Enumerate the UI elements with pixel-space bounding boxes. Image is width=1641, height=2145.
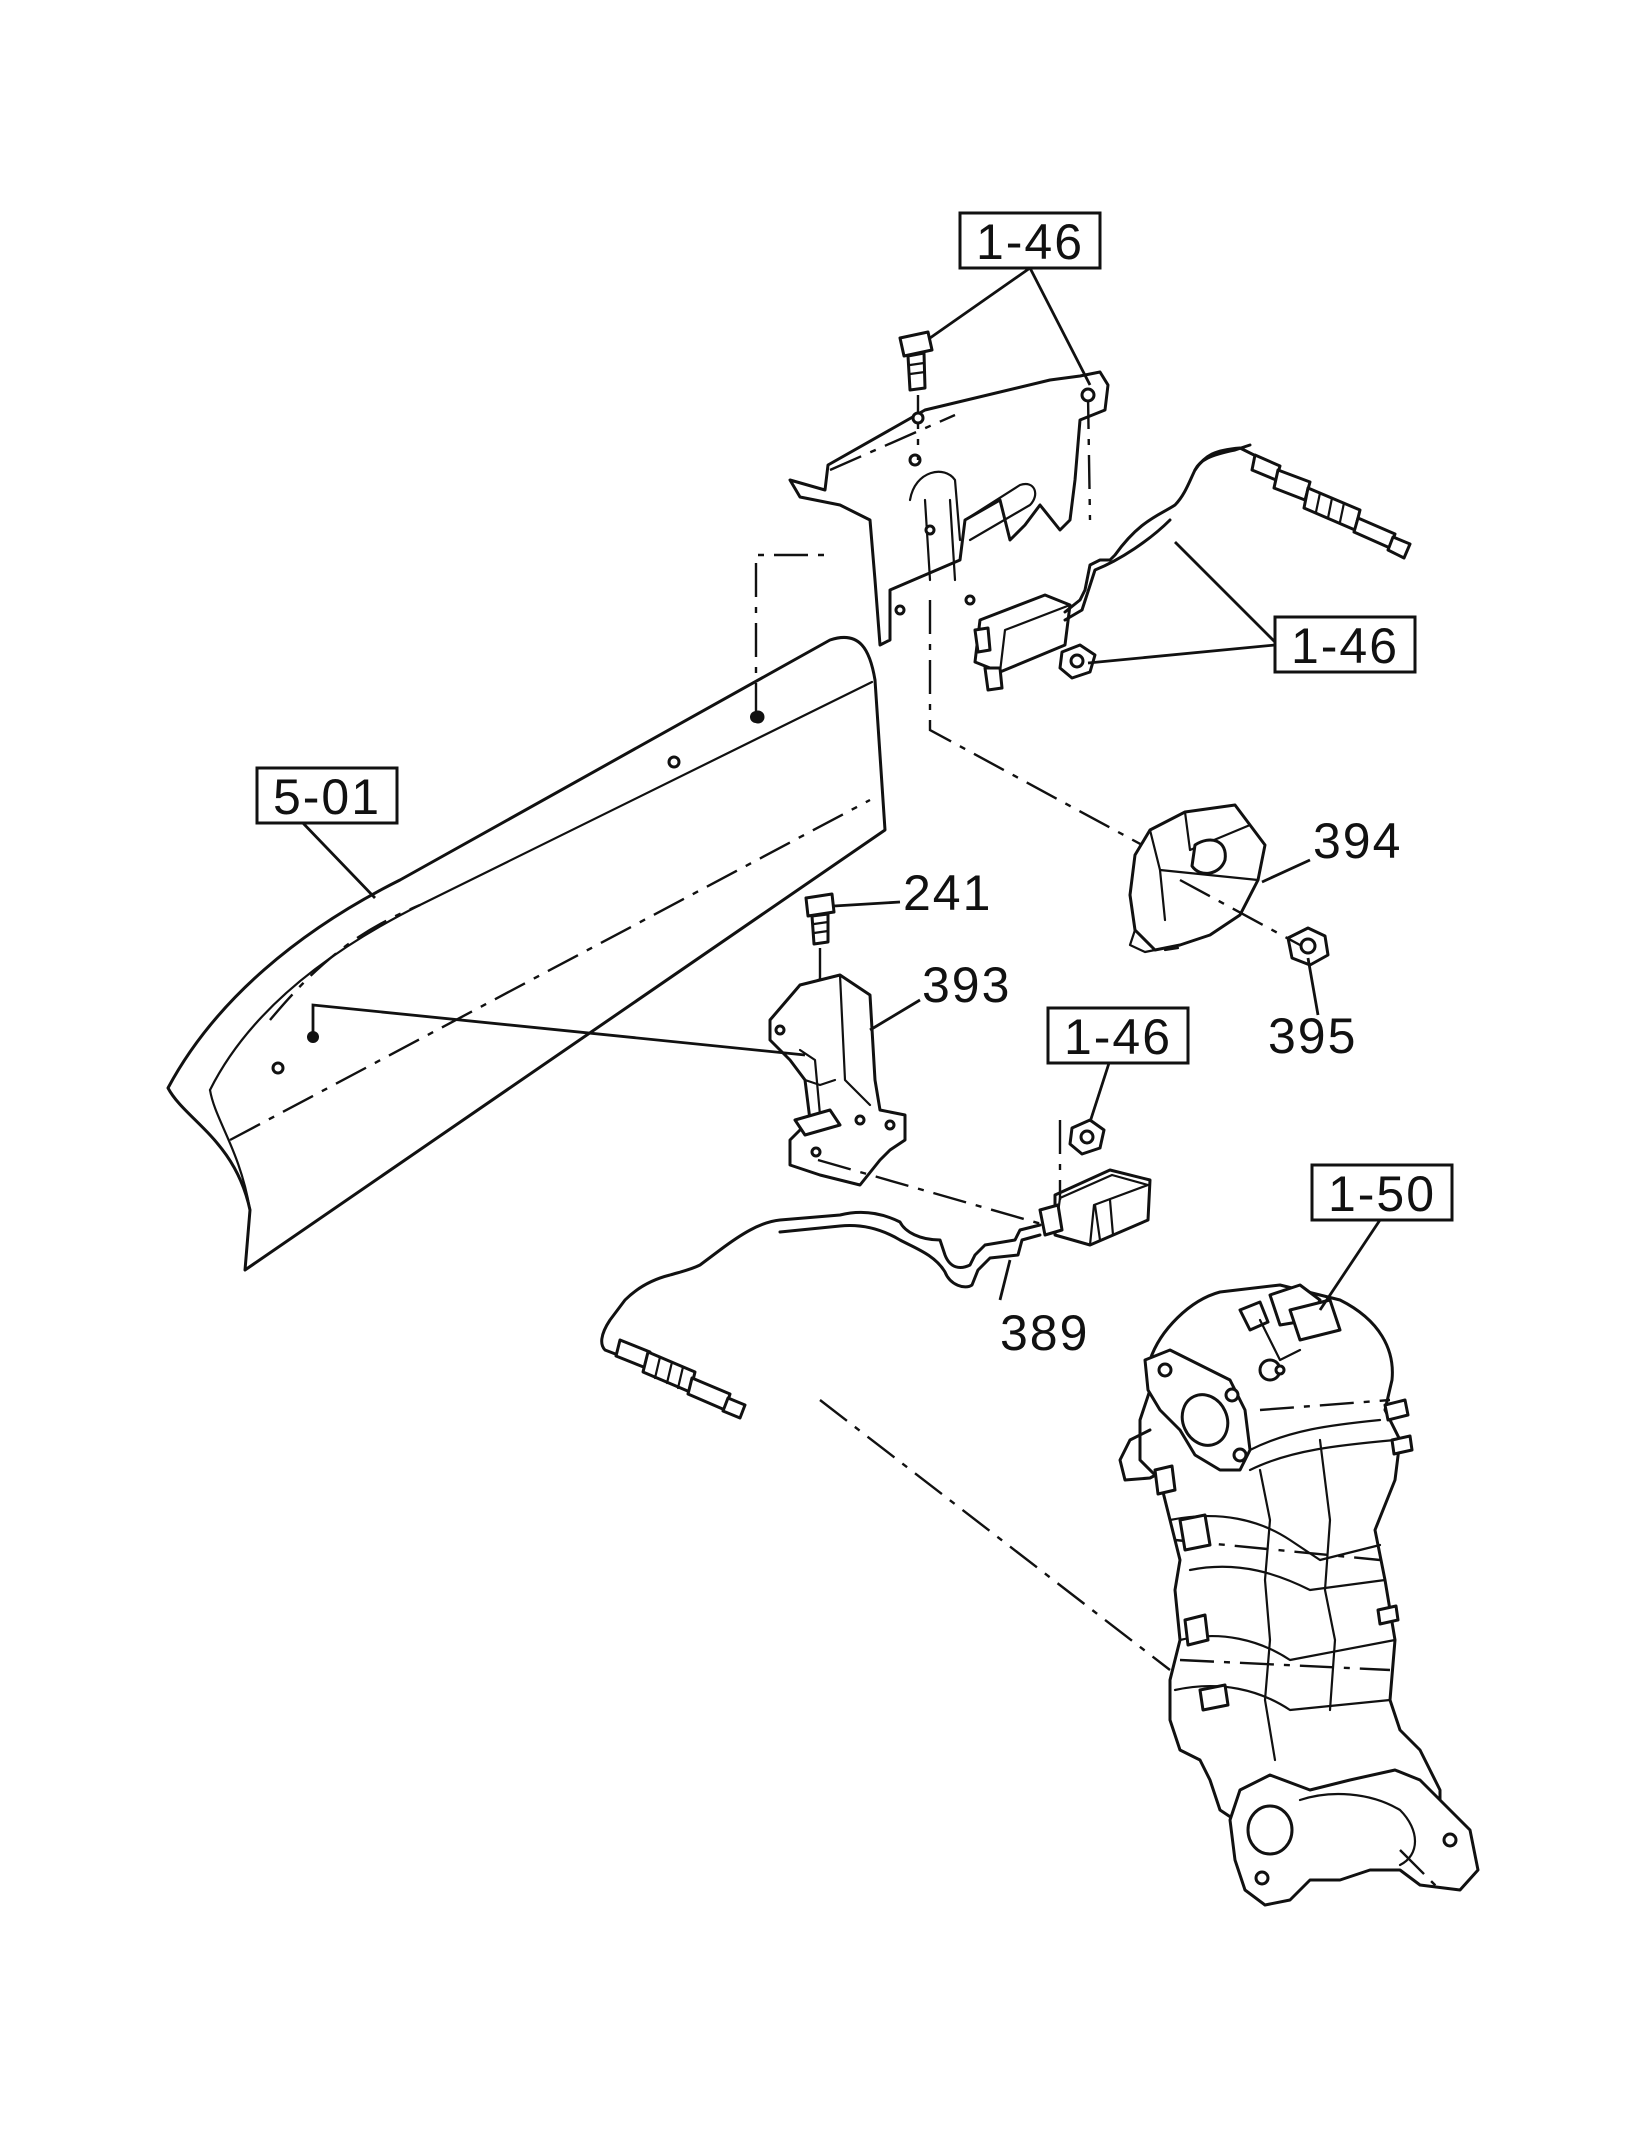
- leader-lines: [298, 266, 1382, 1311]
- lower-oxygen-sensor: [600, 1168, 1152, 1420]
- nut-395: [1286, 926, 1330, 967]
- sensor-cover: [1128, 803, 1267, 954]
- catalytic-converter: [1118, 1283, 1480, 1907]
- part-number-cover: 394: [1313, 813, 1402, 869]
- lower-sensor-nut: [1068, 1118, 1106, 1156]
- bracket-393: [768, 973, 907, 1187]
- upper-nox-sensor: [973, 443, 1412, 692]
- callout-ref-sensor-upper: 1-46: [1273, 615, 1417, 674]
- callout-ref-catalyst-text: 1-50: [1328, 1166, 1436, 1222]
- callout-ref-frame-text: 5-01: [273, 769, 381, 825]
- callout-ref-nut-lower-text: 1-46: [1064, 1009, 1172, 1065]
- part-number-nut: 395: [1268, 1008, 1357, 1064]
- callout-ref-top: 1-46: [958, 211, 1102, 270]
- callout-ref-catalyst: 1-50: [1310, 1163, 1454, 1222]
- upper-sensor-bracket: [788, 370, 1110, 647]
- part-number-bolt: 241: [903, 865, 992, 921]
- callout-ref-sensor-upper-text: 1-46: [1291, 618, 1399, 674]
- part-number-oxygen-sensor: 389: [1000, 1305, 1089, 1361]
- callout-ref-nut-lower: 1-46: [1046, 1006, 1190, 1065]
- top-bolt: [898, 330, 934, 460]
- callout-ref-frame: 5-01: [255, 766, 399, 825]
- frame-rail: [166, 635, 887, 1272]
- upper-sensor-nut: [1058, 643, 1097, 680]
- callout-ref-top-text: 1-46: [976, 214, 1084, 270]
- part-number-bracket: 393: [922, 957, 1011, 1013]
